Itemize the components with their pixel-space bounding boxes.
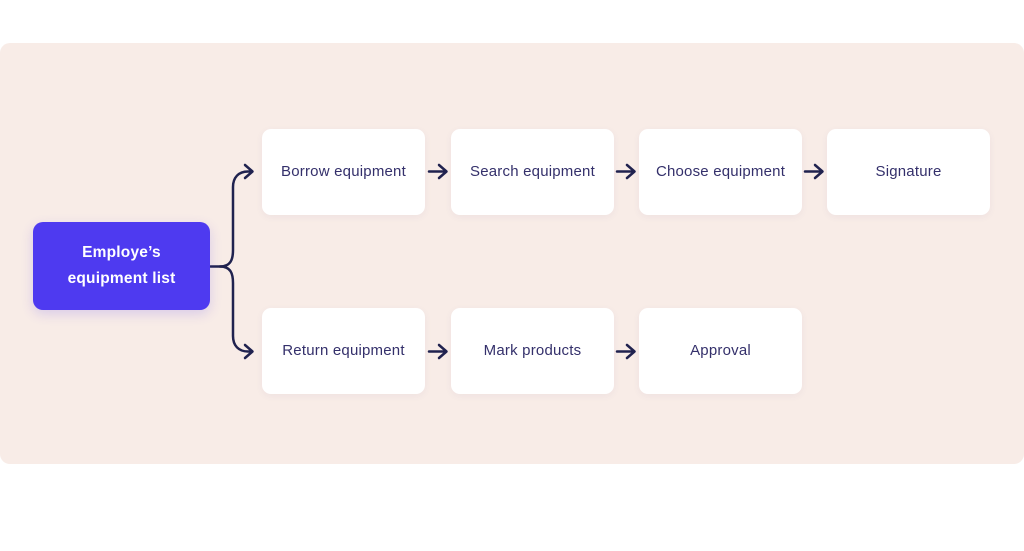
node-borrow-equipment[interactable]: Borrow equipment: [262, 129, 425, 215]
node-employes-equipment-list[interactable]: Employe’s equipment list: [33, 222, 210, 310]
node-signature[interactable]: Signature: [827, 129, 990, 215]
node-label: Employe’s equipment list: [67, 244, 176, 287]
node-mark-products[interactable]: Mark products: [451, 308, 614, 394]
node-label: Signature: [875, 163, 942, 180]
node-label: Borrow equipment: [281, 163, 406, 180]
node-return-equipment[interactable]: Return equipment: [262, 308, 425, 394]
node-label: Approval: [690, 342, 751, 359]
node-label: Return equipment: [282, 342, 405, 359]
node-label: Mark products: [483, 342, 582, 359]
node-label: Search equipment: [470, 163, 595, 180]
node-search-equipment[interactable]: Search equipment: [451, 129, 614, 215]
node-approval[interactable]: Approval: [639, 308, 802, 394]
node-choose-equipment[interactable]: Choose equipment: [639, 129, 802, 215]
node-label: Choose equipment: [655, 163, 786, 180]
